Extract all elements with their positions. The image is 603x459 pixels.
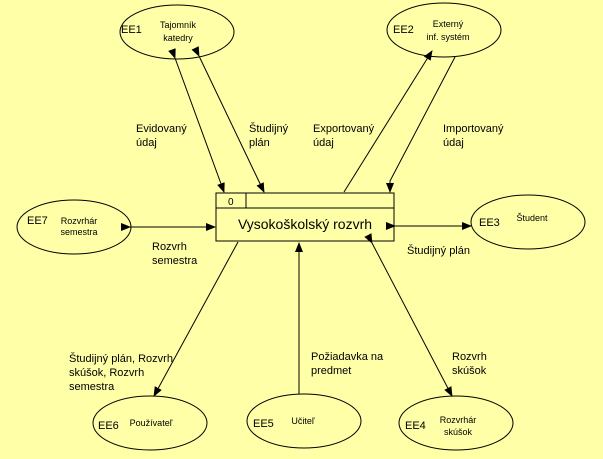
entity-ee4-label-2: skúšok (444, 427, 473, 437)
entity-ee1: EE1 Tajomník katedry (119, 4, 235, 60)
entity-ee6-label-1: Používateľ (130, 418, 173, 428)
flow-rozvrh-skusok-line (364, 233, 453, 397)
flow-label-studijny-plan-top-1: Študijný (249, 122, 289, 135)
flow-exportovany (343, 50, 433, 193)
entity-ee2-ellipse (386, 2, 502, 58)
entity-ee1-label-1: Tajomník (160, 20, 197, 30)
flow-label-rozvrh-skusok-1: Rozvrh (452, 351, 487, 363)
flow-rozvrh-skusok (364, 233, 453, 397)
entity-ee2-label-1: Externý (433, 19, 464, 29)
flow-label-studijny-plan-right: Študijný plán (407, 244, 470, 257)
entity-ee6-ellipse (92, 395, 208, 451)
entity-ee2: EE2 Externý inf. systém (386, 2, 502, 58)
entity-ee7-label-1: Rozvrhár (61, 216, 98, 226)
process-number: 0 (228, 197, 234, 208)
entity-ee6-id: EE6 (98, 420, 119, 432)
entity-ee3-id: EE3 (479, 217, 500, 229)
entity-ee1-id: EE1 (121, 24, 142, 36)
flow-label-importovany-2: údaj (443, 137, 464, 149)
flow-label-pouzivatel-1: Študijný plán, Rozvrh (69, 352, 173, 365)
flow-label-poziadavka-1: Požiadavka na (311, 351, 384, 363)
entity-ee7: EE7 Rozvrhár semestra (16, 199, 132, 255)
flow-studijny-plan-top (191, 46, 265, 193)
flow-label-exportovany-2: údaj (313, 137, 334, 149)
entity-ee4-ellipse (398, 395, 514, 451)
entity-ee5-id: EE5 (253, 418, 274, 430)
flow-label-studijny-plan-top-2: plán (249, 137, 270, 149)
entity-ee2-label-2: inf. systém (426, 32, 469, 42)
entity-ee6: EE6 Používateľ (92, 395, 208, 451)
entity-ee1-label-2: katedry (163, 33, 193, 43)
flow-label-importovany-1: Importovaný (443, 123, 504, 135)
entity-ee3-label-1: Študent (516, 213, 548, 223)
flow-label-rozvrh-skusok-2: skúšok (452, 365, 487, 377)
entity-ee5-label-1: Učiteľ (291, 416, 315, 426)
entity-ee4-id: EE4 (405, 420, 426, 432)
entity-ee4: EE4 Rozvrhár skúšok (398, 395, 514, 451)
flow-label-evidovany-1: Evidovaný (136, 123, 187, 135)
flow-pouzivatel-line (153, 241, 239, 397)
process-box: 0 Vysokoškolský rozvrh (215, 192, 395, 242)
flow-label-evidovany-2: údaj (136, 137, 157, 149)
entity-ee3: EE3 Študent (470, 194, 586, 250)
flow-label-pouzivatel-2: skúšok, Rozvrh (69, 367, 144, 379)
process-outline (215, 192, 395, 242)
flow-label-rozvrh-semestra-2: semestra (152, 255, 198, 267)
flow-label-poziadavka-2: predmet (311, 365, 351, 377)
entity-ee7-id: EE7 (27, 215, 48, 227)
flow-studijny-plan-top-line (191, 46, 265, 193)
flow-label-rozvrh-semestra-1: Rozvrh (152, 241, 187, 253)
flow-importovany-line (386, 56, 456, 193)
flow-importovany (386, 56, 456, 193)
process-title: Vysokoškolský rozvrh (238, 216, 372, 232)
entity-ee4-label-1: Rozvrhár (440, 415, 477, 425)
entity-ee2-id: EE2 (393, 24, 414, 36)
flow-exportovany-line (343, 50, 433, 193)
entity-ee5-ellipse (246, 393, 362, 449)
flow-label-exportovany-1: Exportovaný (313, 123, 375, 135)
entity-ee5: EE5 Učiteľ (246, 393, 362, 449)
flow-pouzivatel (153, 241, 239, 397)
entity-ee7-label-2: semestra (60, 227, 97, 237)
flow-label-pouzivatel-3: semestra (69, 381, 115, 393)
